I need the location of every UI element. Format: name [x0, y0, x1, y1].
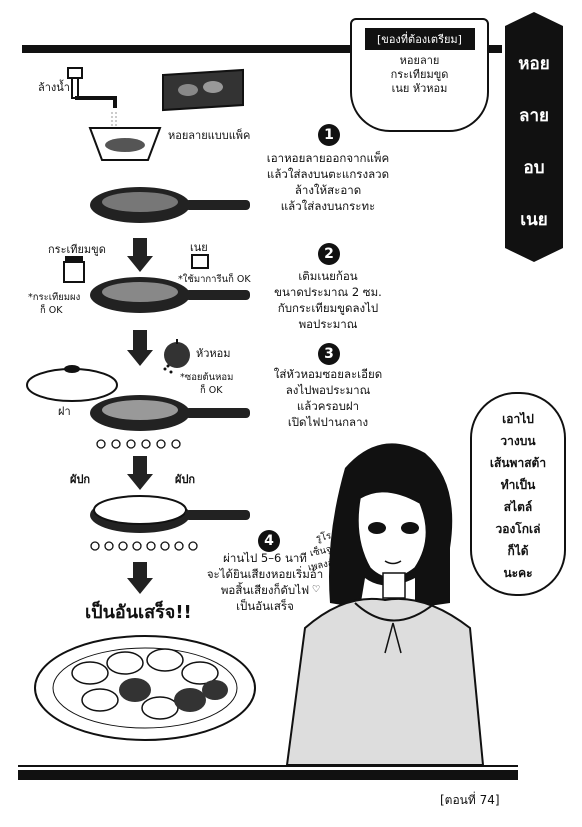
- sfx-pop-1: ผัปก: [70, 473, 91, 486]
- step-line: แล้วใส่ลงบนตะแกรงลวด: [266, 167, 390, 181]
- ingredients-header: [ของที่ต้องเตรียม]: [364, 28, 475, 50]
- speech-line: ก็ได้: [507, 544, 529, 558]
- ingredient-item: เนย หัวหอม: [391, 82, 448, 95]
- top-rule: [22, 45, 502, 53]
- pan-3-icon: [90, 395, 250, 449]
- label-wash: ล้างน้ำ: [38, 81, 70, 94]
- ingredient-item: หอยลาย: [399, 54, 440, 67]
- ingredients-box: [ของที่ต้องเตรียม] หอยลาย กระเทียมขูด เน…: [350, 18, 489, 132]
- speech-line: วองโกเล่: [495, 522, 541, 536]
- note-garlic-powder-1: *กระเทียมผง: [28, 292, 81, 303]
- step-line: จะได้ยินเสียงหอยเริ่มอ้า: [206, 567, 324, 581]
- heart-icon: ♡: [312, 584, 321, 595]
- speech-bubble: เอาไป วางบน เส้นพาสต้า ทำเป็น สไตล์ วองโ…: [470, 392, 566, 596]
- sfx-pop-2: ผัปก: [175, 473, 196, 486]
- step-3-text: ใส่หัวหอมซอยละเอียด ลงไปพอประมาณ แล้วครอ…: [258, 366, 398, 430]
- step-line: พอสิ้นเสียงก็ดับไฟ: [220, 583, 310, 597]
- step-arrow: [133, 456, 147, 476]
- step-number: 2: [318, 243, 340, 265]
- speech-line: นะคะ: [503, 566, 533, 580]
- step-line: เปิดไฟปานกลาง: [287, 415, 369, 429]
- arrow-head: [127, 474, 153, 490]
- step-line: พอประมาณ: [298, 317, 358, 331]
- step-2-text: เติมเนยก้อน ขนาดประมาณ 2 ซม. กับกระเทียม…: [258, 268, 398, 332]
- speech-line: เอาไป: [502, 412, 534, 426]
- arrow-head: [127, 578, 153, 594]
- note-margarine: *ใช้มาการีนก็ OK: [178, 274, 251, 285]
- step-number: 4: [258, 530, 280, 552]
- plate-of-clams-illustration: [34, 635, 256, 741]
- step-line: แล้วครอบฝา: [296, 399, 360, 413]
- step-line: ขนาดประมาณ 2 ซม.: [274, 285, 382, 299]
- step-number: 1: [318, 124, 340, 146]
- pan-1-icon: [90, 187, 250, 223]
- butter-icon: [191, 254, 209, 269]
- title-char: เนย: [520, 210, 548, 230]
- title-char: ลาย: [519, 106, 549, 126]
- note-scallion-1: *ซอยต้นหอม: [180, 372, 234, 383]
- note-scallion-2: ก็ OK: [200, 385, 223, 396]
- speech-line: ทำเป็น: [500, 478, 536, 492]
- step-line: เติมเนยก้อน: [298, 269, 358, 283]
- speech-line: วางบน: [500, 434, 536, 448]
- label-lid: ฝา: [58, 405, 71, 418]
- step-line: ลงไปพอประมาณ: [285, 383, 371, 397]
- step-line: เป็นอันเสร็จ: [236, 599, 294, 613]
- step-line: ล้างให้สะอาด: [294, 183, 362, 197]
- label-butter: เนย: [190, 241, 208, 254]
- title-char: หอย: [518, 54, 550, 74]
- bottom-rule-thin: [18, 765, 518, 767]
- faucet-colander-illustration: [67, 67, 162, 161]
- bottom-rule: [18, 770, 518, 780]
- title-banner-shape: [505, 12, 563, 262]
- step-line: เอาหอยลายออกจากแพ็ค: [266, 151, 390, 165]
- speech-line: สไตล์: [503, 500, 533, 514]
- label-clam-pack: หอยลายแบบแพ็ค: [168, 129, 251, 142]
- step-line: ใส่หัวหอมซอยละเอียด: [273, 367, 383, 381]
- title-char: อบ: [523, 158, 545, 178]
- chapter-footer: [ตอนที่ 74]: [440, 793, 500, 807]
- label-garlic: กระเทียมขูด: [48, 243, 106, 256]
- arrow-head: [127, 350, 153, 366]
- step-4-text: ผ่านไป 5–6 นาที จะได้ยินเสียงหอยเริ่มอ้า…: [185, 550, 345, 614]
- step-line: กับกระเทียมขูดลงไป: [277, 301, 379, 315]
- note-garlic-powder-2: ก็ OK: [40, 305, 63, 316]
- step-line: แล้วใส่ลงบนกระทะ: [280, 199, 376, 213]
- speech-line: เส้นพาสต้า: [489, 456, 547, 470]
- step-arrow: [133, 330, 147, 352]
- done-label: เป็นอันเสร็จ!!: [85, 602, 192, 623]
- title-banner: หอย ลาย อบ เนย: [505, 12, 563, 262]
- pan-4-icon: [90, 495, 250, 551]
- pan-2-icon: [90, 277, 250, 313]
- step-arrow: [133, 238, 147, 258]
- woman-character-illustration: [285, 443, 485, 765]
- onion-icon: [163, 339, 190, 374]
- step-arrow: [133, 562, 147, 580]
- lid-icon: [26, 365, 118, 402]
- step-line: ผ่านไป 5–6 นาที: [223, 551, 307, 565]
- ingredient-item: กระเทียมขูด: [390, 68, 449, 81]
- clam-pack-icon: [162, 68, 244, 112]
- garlic-jar-icon: [63, 256, 85, 283]
- arrow-head: [127, 256, 153, 272]
- label-onion: หัวหอม: [196, 347, 231, 360]
- step-1-text: เอาหอยลายออกจากแพ็ค แล้วใส่ลงบนตะแกรงลวด…: [258, 150, 398, 214]
- step-number: 3: [318, 343, 340, 365]
